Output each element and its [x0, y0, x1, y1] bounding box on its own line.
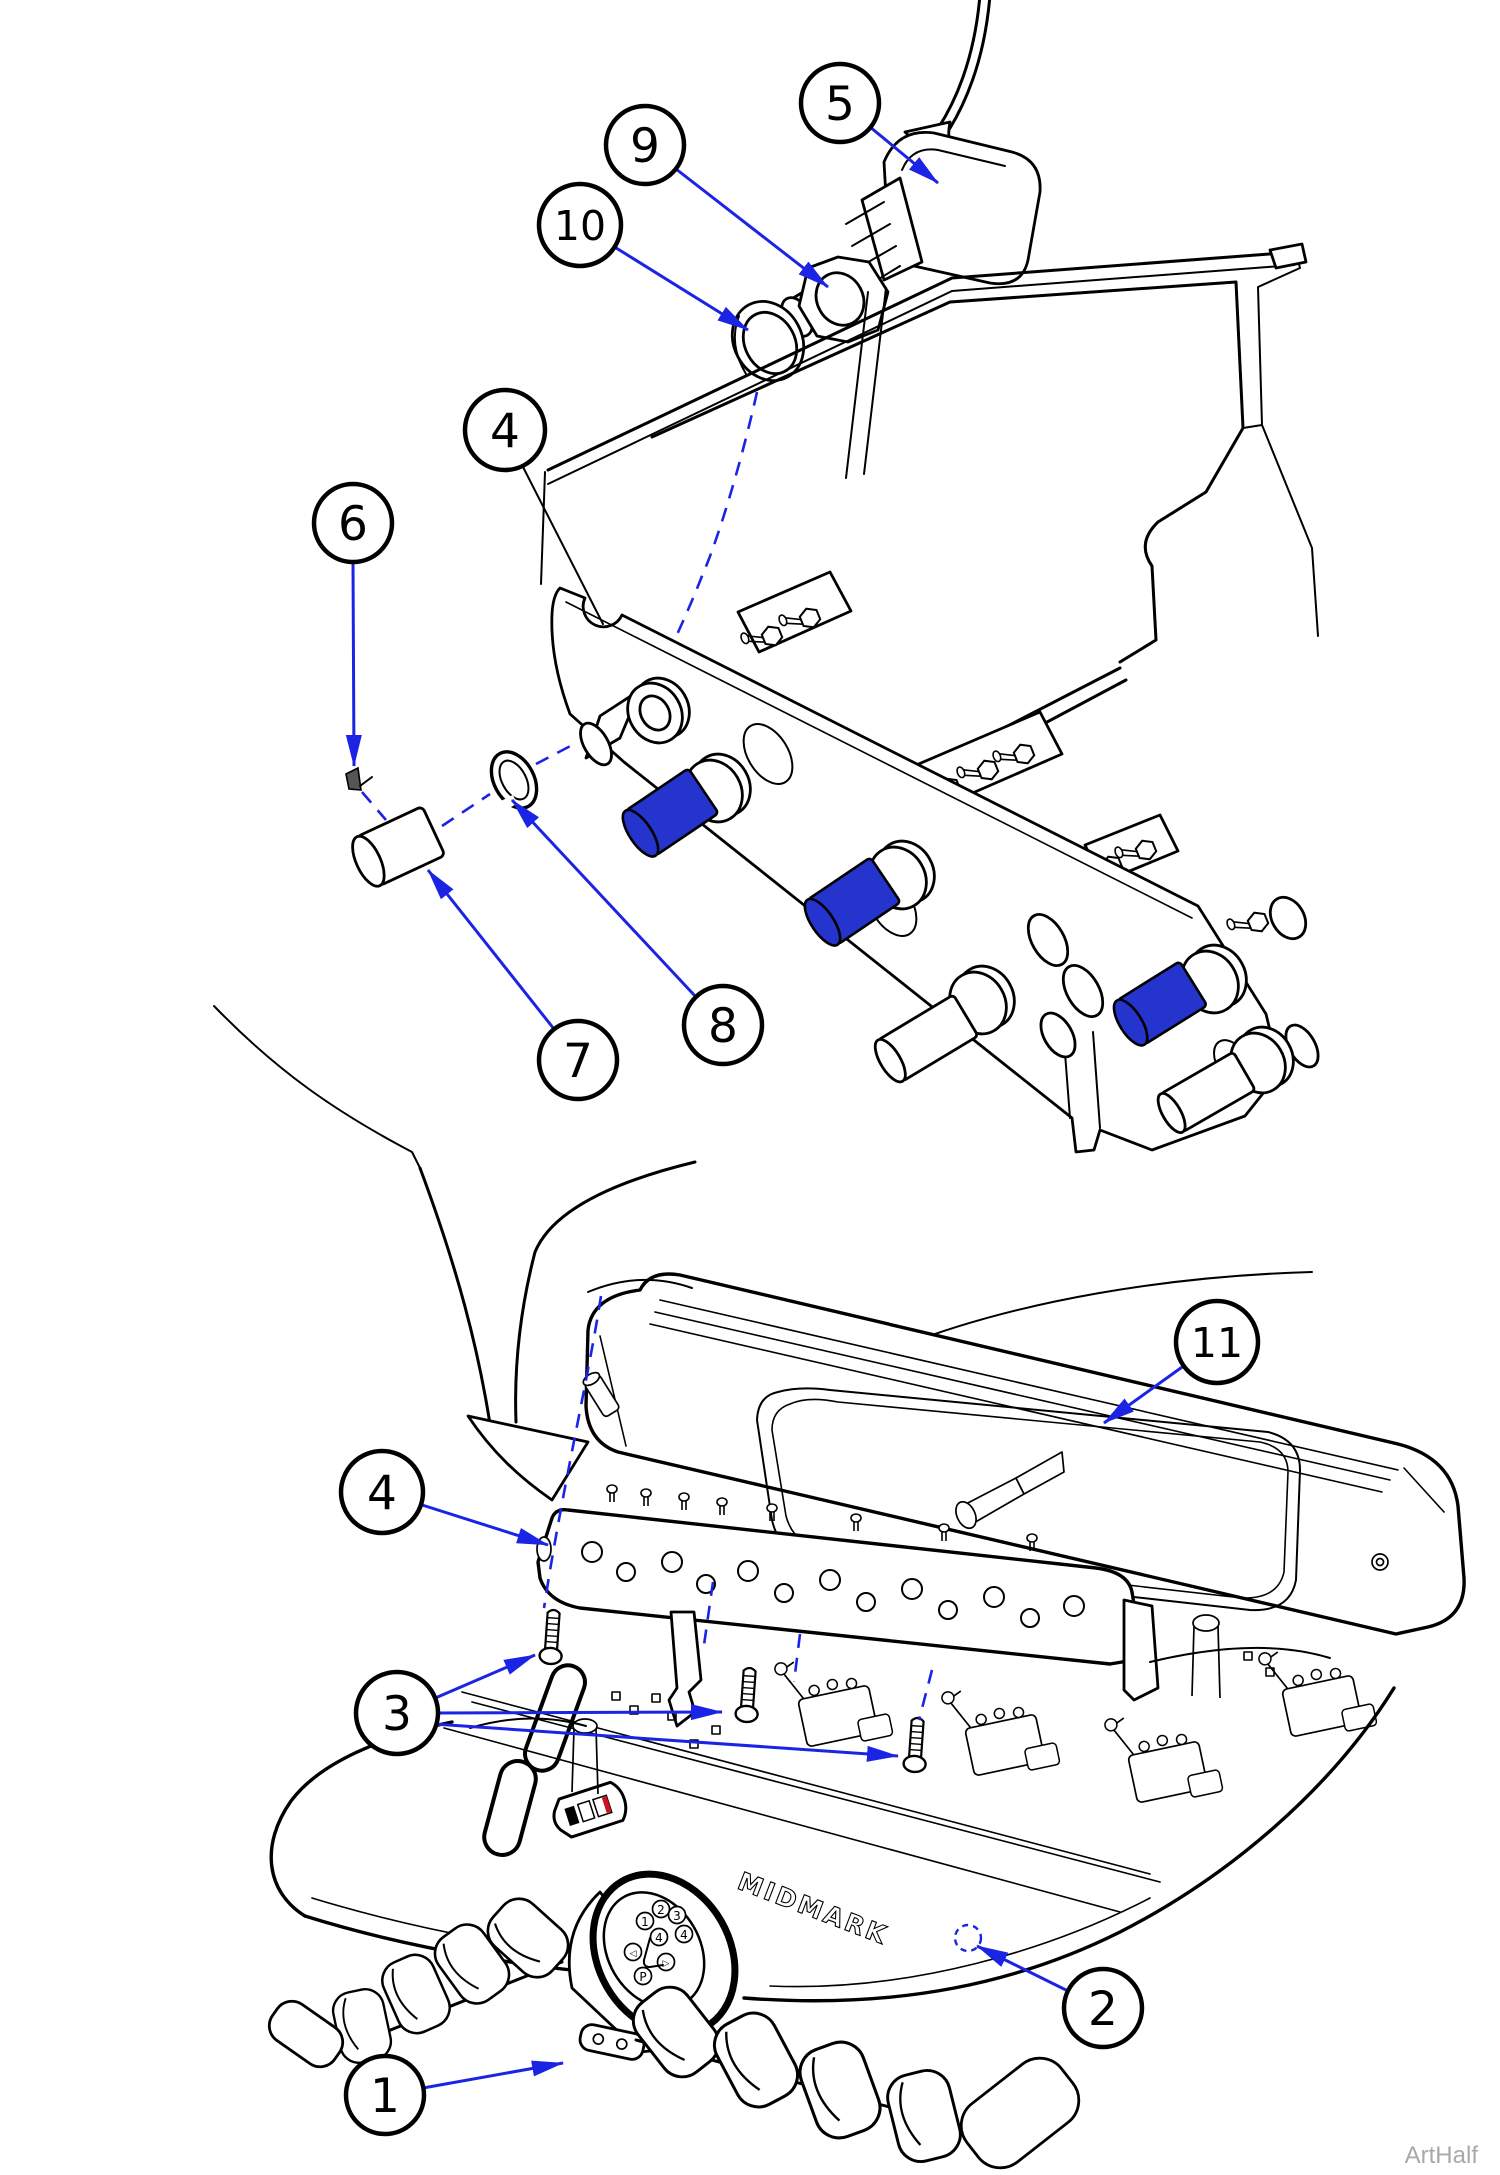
small-parts-6-7-8: [345, 740, 579, 888]
retaining-ring-part8: [489, 750, 539, 812]
callout-4-top[interactable]: 4: [462, 387, 548, 473]
plug-blue-2: [803, 839, 936, 947]
sleeve-part7: [351, 806, 445, 888]
leader-3c: [433, 1722, 899, 1762]
callout-10[interactable]: 10: [536, 181, 624, 269]
leader-1: [422, 2060, 564, 2090]
lid-cone-peg: [955, 1451, 1065, 1530]
keypad-button-3: 3: [667, 1905, 687, 1925]
manifold-plate-part4-installed: [536, 1484, 1160, 1728]
hinge-post-left: [571, 1718, 599, 1795]
latch-part1: [578, 2023, 646, 2061]
latch-hole-target: [953, 1923, 983, 1953]
callout-5[interactable]: 5: [798, 61, 882, 145]
callout-1[interactable]: 1: [343, 2053, 427, 2137]
callout-8[interactable]: 8: [681, 983, 765, 1067]
svg-text:11: 11: [1191, 1319, 1243, 1367]
leader-3a: [432, 1653, 536, 1701]
svg-text:1: 1: [370, 2069, 400, 2124]
svg-text:5: 5: [825, 77, 855, 132]
svg-text:4: 4: [680, 1928, 688, 1942]
connector-white-1: [579, 676, 691, 767]
svg-text:◁: ◁: [630, 1949, 637, 1959]
connector-white-3: [1156, 1025, 1295, 1134]
keypad-button-4: 4: [674, 1924, 694, 1944]
panel-connectors: [579, 676, 1320, 1134]
callout-4-bottom[interactable]: 4: [338, 1448, 426, 1536]
dial-pointer: [642, 1937, 664, 1968]
lid-peg: [582, 1371, 620, 1418]
foot-pedals: [267, 1888, 1081, 2170]
leader-11: [1103, 1363, 1186, 1425]
callout-9[interactable]: 9: [603, 103, 687, 187]
callout-6[interactable]: 6: [311, 481, 395, 565]
leader-7: [426, 869, 556, 1030]
svg-text:3: 3: [673, 1909, 681, 1923]
svg-text:1: 1: [641, 1915, 649, 1929]
callout-3[interactable]: 3: [353, 1669, 441, 1757]
keypad-button-4-center: 4: [649, 1927, 669, 1947]
svg-text:P: P: [639, 1970, 646, 1984]
keypad-button-1: 1: [635, 1911, 655, 1931]
leader-4-bottom: [418, 1502, 549, 1547]
magnifier-leader-curve: [213, 1005, 1313, 1502]
svg-text:3: 3: [382, 1687, 412, 1742]
connector-white-2: [873, 964, 1016, 1084]
leader-5: [869, 125, 939, 185]
svg-text:4: 4: [367, 1466, 397, 1521]
leader-3b: [435, 1704, 723, 1721]
keypad-button-left-arrow: ◁: [623, 1942, 643, 1962]
leader-2: [976, 1944, 1069, 1993]
leader-10: [612, 244, 749, 332]
chassis-frame: [540, 242, 1319, 941]
lid-part11: [582, 1272, 1466, 1636]
svg-text:2: 2: [657, 1903, 665, 1917]
plug-blue-1: [621, 752, 752, 858]
svg-text:10: 10: [554, 202, 606, 250]
brand-label: MIDMARK: [734, 1867, 893, 1951]
leader-9: [675, 167, 829, 289]
svg-text:8: 8: [708, 999, 738, 1054]
svg-text:7: 7: [563, 1034, 593, 1089]
assembly-dashed-paths-bottom: [542, 1295, 983, 1953]
callout-11[interactable]: 11: [1173, 1298, 1261, 1386]
callout-7[interactable]: 7: [536, 1018, 620, 1102]
keypad-buttons: 1 2 3 4 4 ◁ ▷ P: [623, 1899, 694, 1986]
svg-text:4: 4: [490, 404, 520, 459]
set-screw-part6: [345, 766, 362, 791]
mode-indicator-icon: [552, 1780, 628, 1839]
plug-blue-3: [1112, 943, 1248, 1047]
callout-2[interactable]: 2: [1061, 1966, 1145, 2050]
svg-text:6: 6: [338, 497, 368, 552]
leader-lines: [345, 125, 1186, 2090]
leader-4-top: [521, 464, 604, 625]
svg-text:9: 9: [630, 119, 660, 174]
svg-text:4: 4: [655, 1931, 663, 1945]
leader-6: [345, 561, 362, 767]
svg-text:2: 2: [1088, 1982, 1118, 2037]
keypad-button-p: P: [633, 1966, 653, 1986]
watermark: ArtHalf: [1405, 2142, 1479, 2169]
base-interior: [443, 1614, 1378, 1913]
svg-text:▷: ▷: [663, 1959, 670, 1969]
keypad-button-2: 2: [651, 1899, 671, 1919]
hinge-post-right: [1191, 1614, 1221, 1699]
keypad-button-right-arrow: ▷: [656, 1952, 676, 1972]
leader-8: [510, 798, 698, 999]
assembly-dashed-path-top: [668, 391, 759, 651]
